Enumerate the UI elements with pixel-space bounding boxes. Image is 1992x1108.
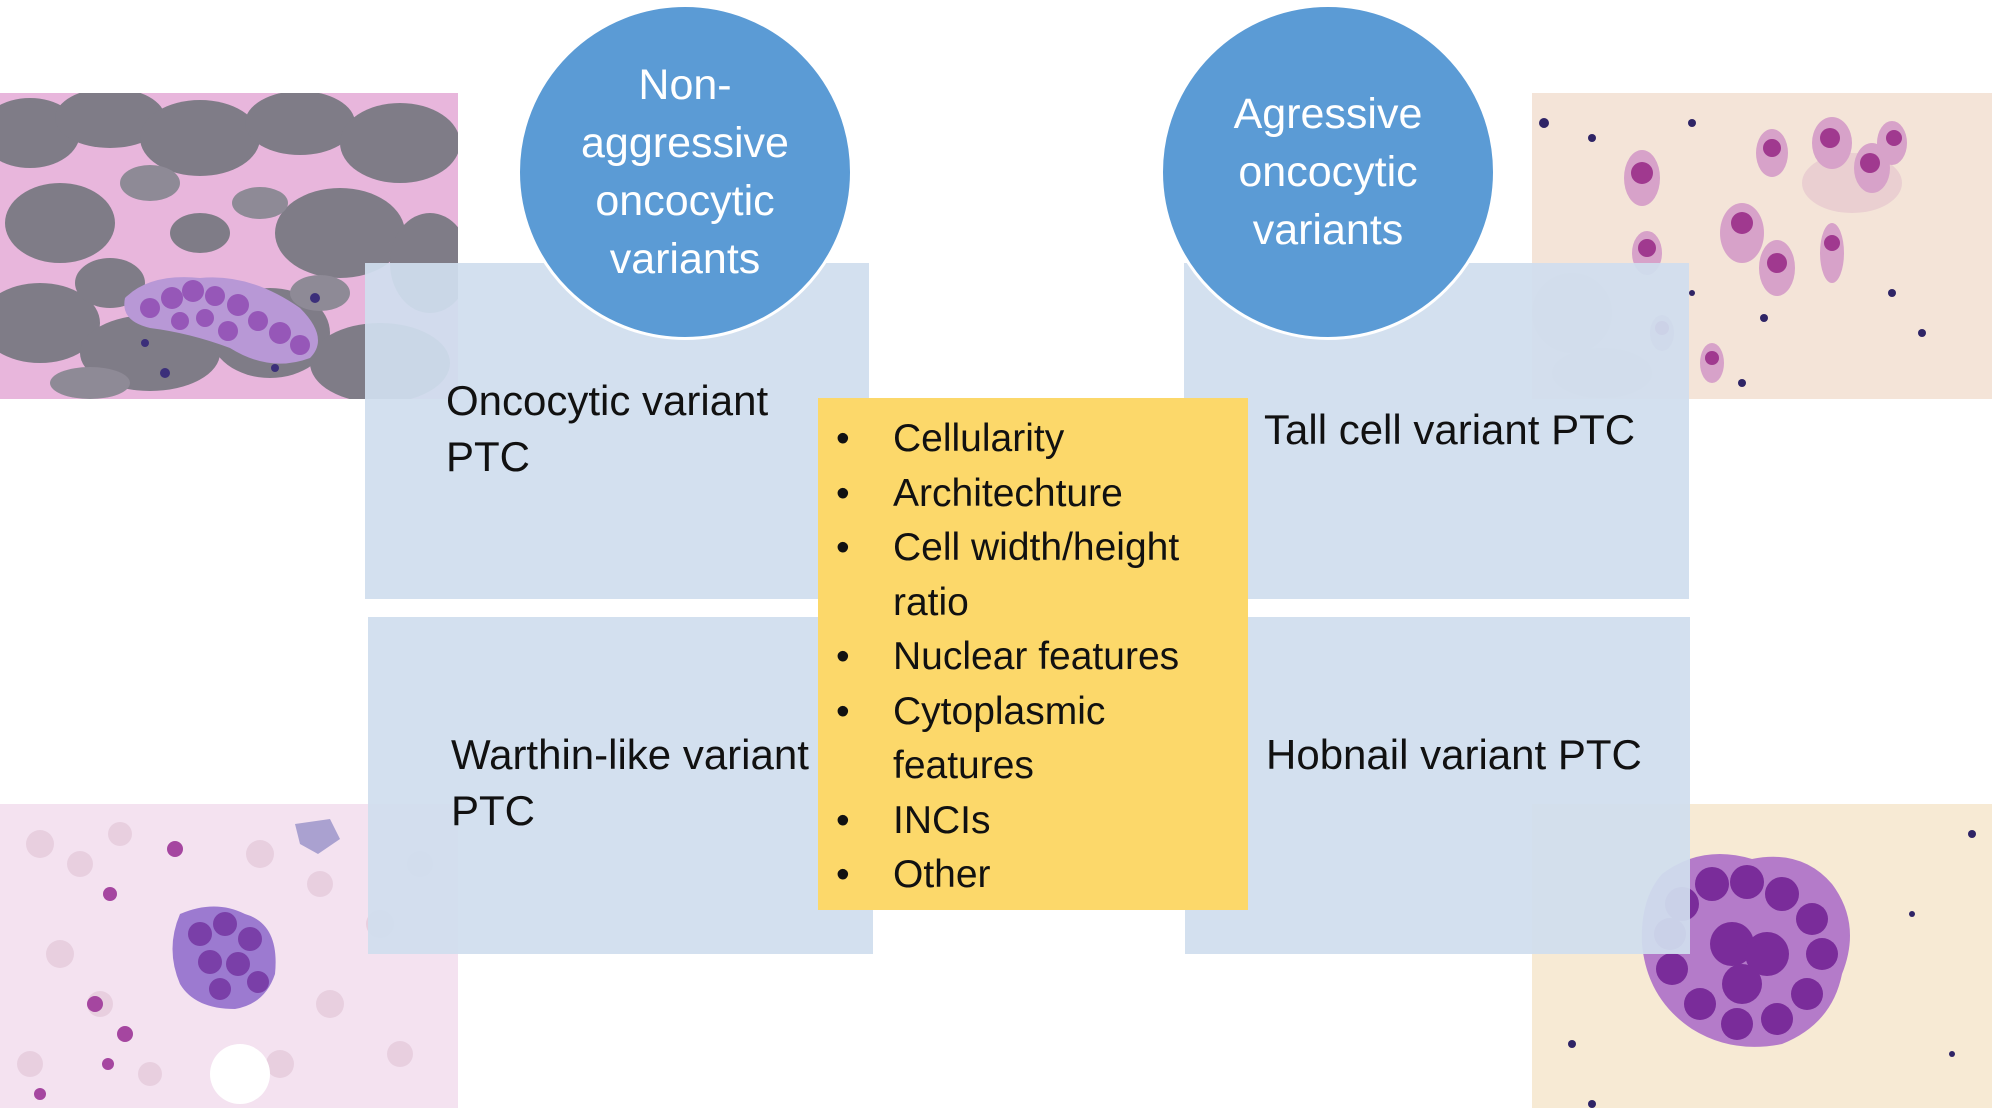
circle-non-aggressive-variants: Non-aggressive oncocytic variants [517, 4, 853, 340]
label-warthin-like-variant: Warthin-like variant PTC [451, 731, 809, 834]
circle-non-aggressive-label: Non-aggressive oncocytic variants [581, 61, 789, 283]
feature-item: Nuclear features [818, 630, 1233, 685]
circle-aggressive-label: Agressive oncocytic variants [1233, 90, 1423, 254]
label-tall-cell-variant: Tall cell variant PTC [1264, 406, 1636, 453]
feature-item: Architechture [818, 467, 1233, 522]
features-list: Cellularity Architechture Cell width/hei… [818, 398, 1248, 903]
feature-item: Cellularity [818, 412, 1233, 467]
circle-aggressive-variants: Agressive oncocytic variants [1160, 4, 1496, 340]
features-box: Cellularity Architechture Cell width/hei… [818, 398, 1248, 910]
feature-item: Other [818, 848, 1233, 903]
feature-item: Cell width/height ratio [818, 521, 1233, 630]
feature-item: Cytoplasmic features [818, 685, 1233, 794]
label-oncocytic-variant: Oncocytic variant PTC [446, 377, 769, 480]
feature-item: INCIs [818, 794, 1233, 849]
label-hobnail-variant: Hobnail variant PTC [1266, 731, 1642, 778]
panel-warthin-like-variant [368, 617, 873, 954]
panel-hobnail-variant [1185, 617, 1690, 954]
